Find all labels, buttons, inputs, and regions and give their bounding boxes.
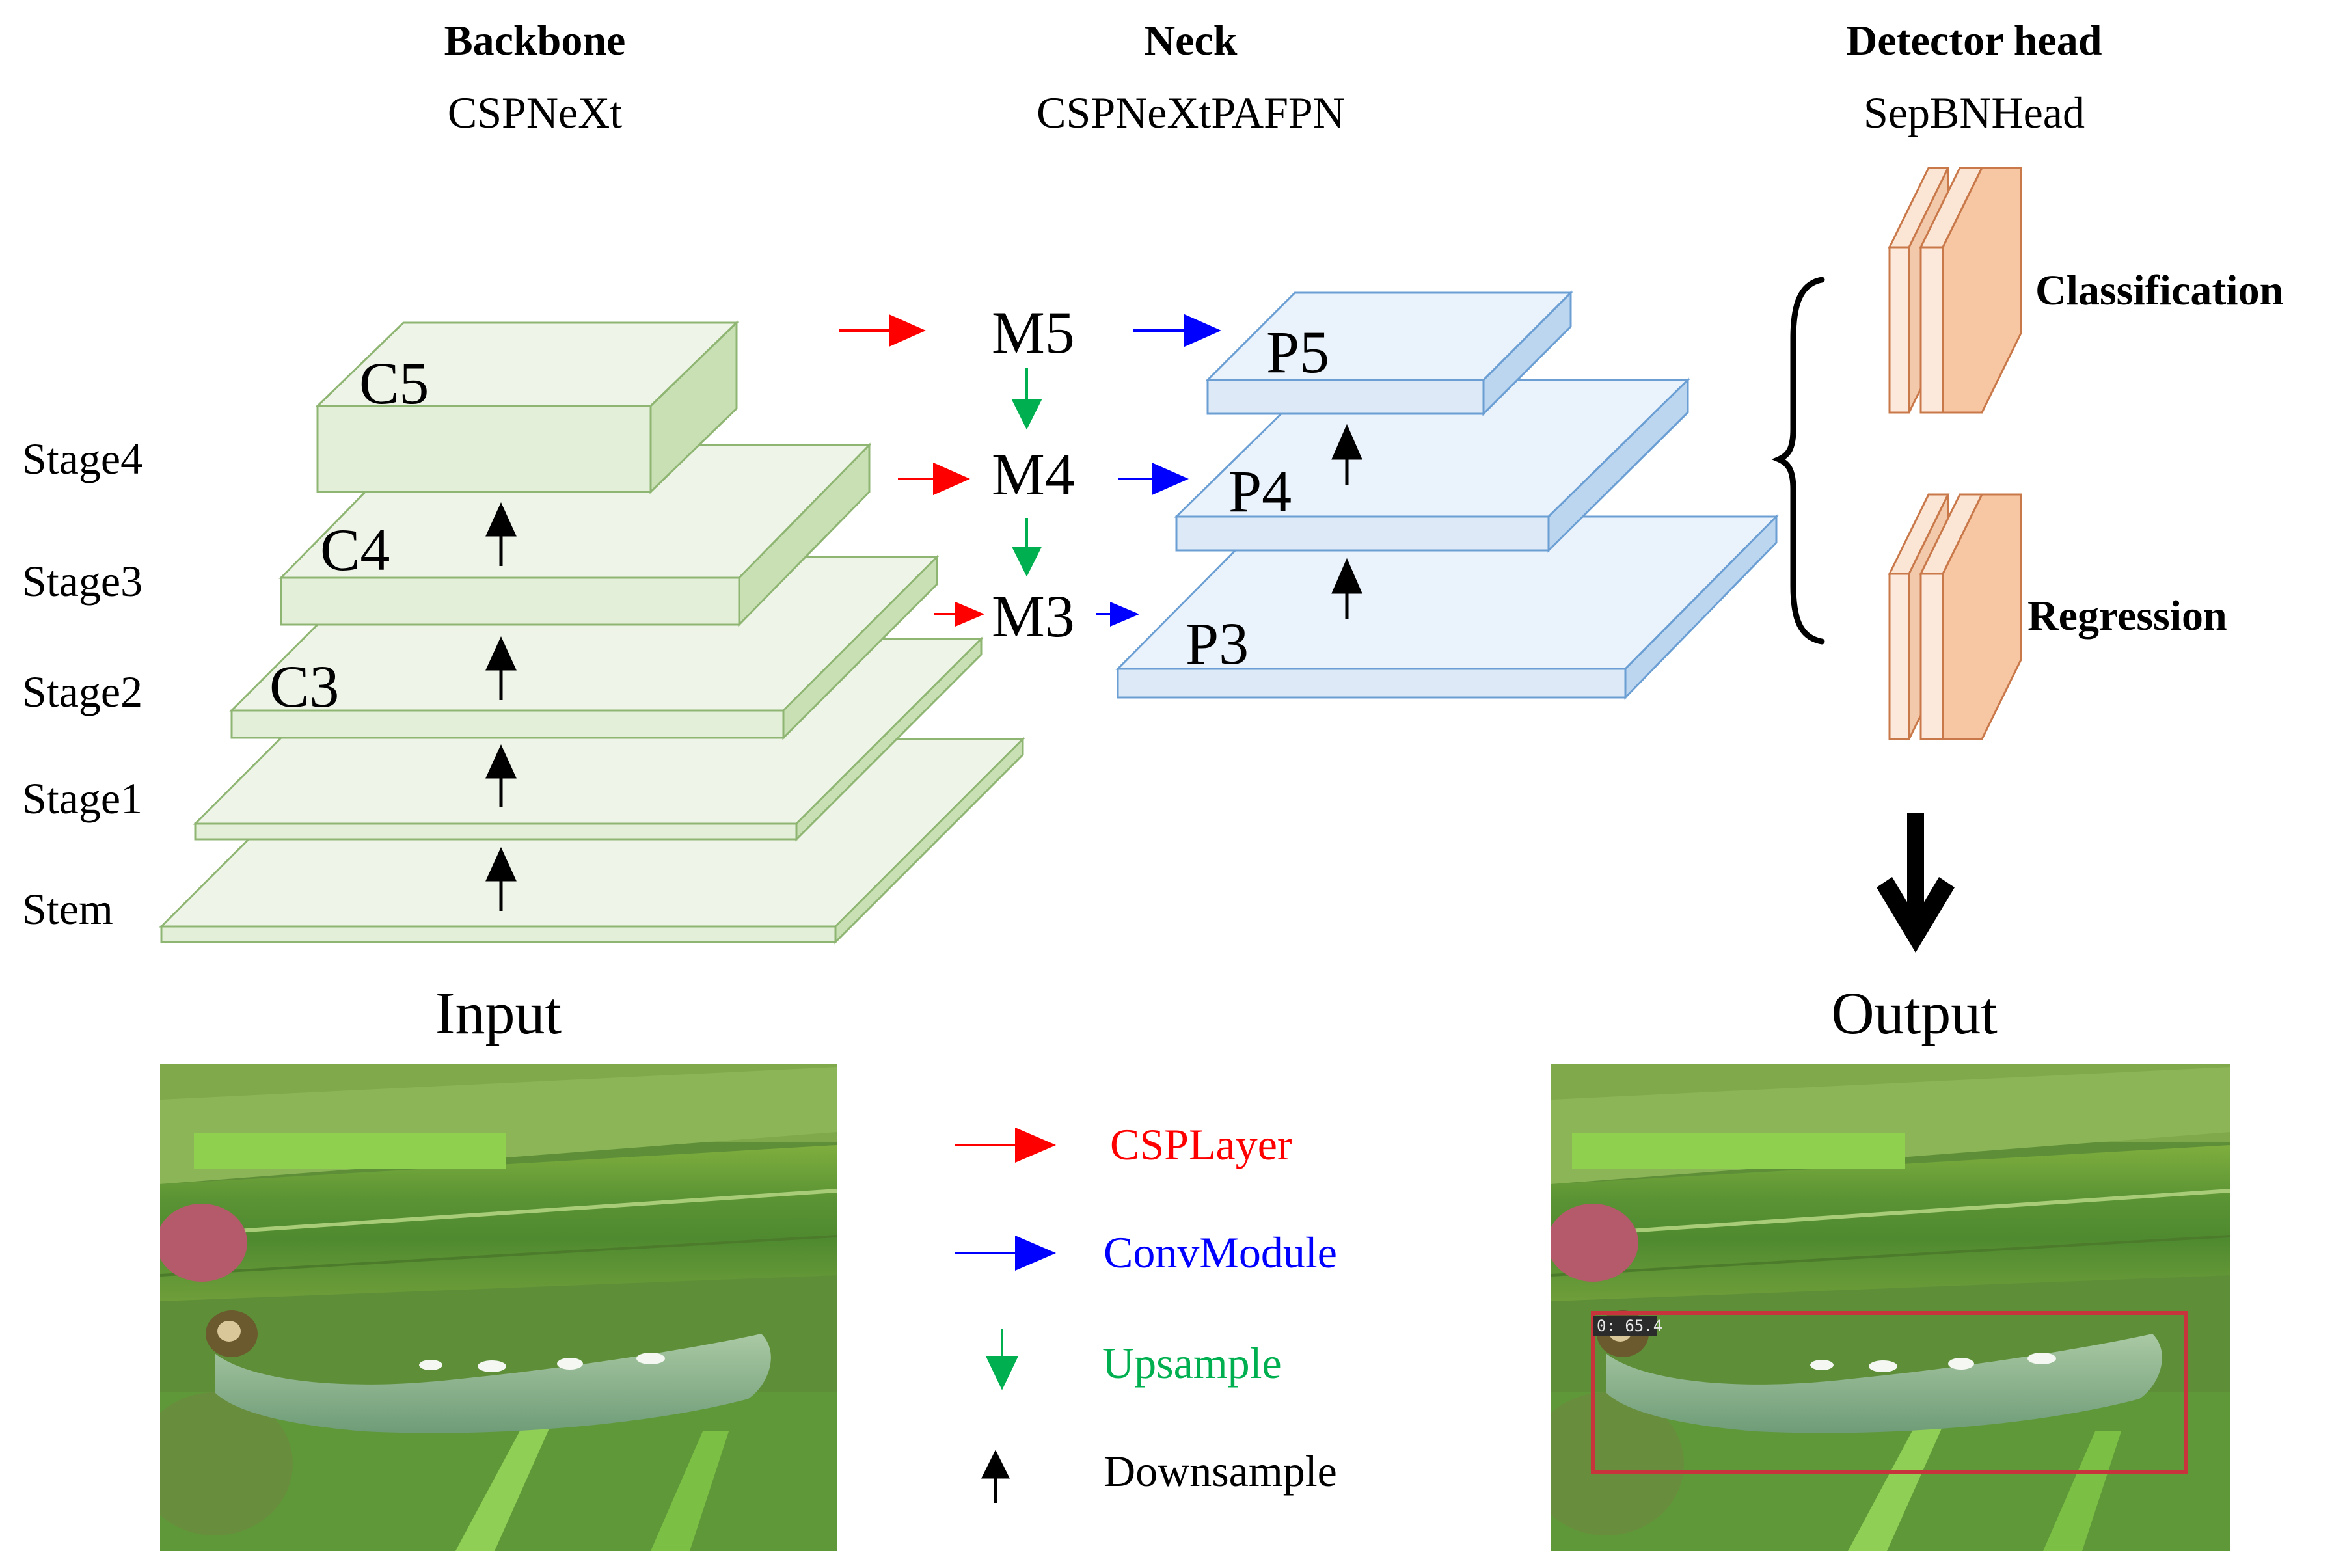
output-label: Output <box>1831 980 1998 1046</box>
downsample-arrow <box>485 502 517 566</box>
convmodule-arrow <box>1096 601 1140 627</box>
legend-item-csplayer: CSPLayer <box>955 1120 1292 1169</box>
stage-label-stem: Stem <box>22 884 113 934</box>
legend-item-convmodule: ConvModule <box>955 1228 1337 1277</box>
downsample-arrow <box>1331 558 1362 619</box>
legend: CSPLayer ConvModule Upsample Downsample <box>955 1120 1337 1503</box>
redaction-bar <box>194 1133 506 1169</box>
head-output-classification: Classification <box>2035 267 2283 314</box>
neck-subtitle: CSPNeXtPAFPN <box>1037 88 1345 137</box>
neck-node-m3: M3 <box>992 583 1075 649</box>
output-arrow <box>1877 813 1955 953</box>
upsample-arrows <box>1011 368 1042 577</box>
convmodule-arrow <box>1133 314 1221 347</box>
backbone-slabs <box>159 320 1025 945</box>
right-arrow-icon <box>955 1127 1057 1163</box>
neck-title: Neck <box>1145 17 1238 64</box>
neck-downsample-arrows <box>1331 424 1362 619</box>
input-image <box>160 1064 837 1551</box>
legend-item-downsample: Downsample <box>981 1446 1337 1503</box>
downsample-arrow <box>485 846 517 911</box>
head-subtitle: SepBNHead <box>1864 88 2085 137</box>
legend-label-csplayer: CSPLayer <box>1110 1120 1292 1169</box>
neck-node-m5: M5 <box>992 299 1075 366</box>
csplayer-arrow <box>898 462 970 496</box>
level-c5: C5 <box>359 350 429 416</box>
legend-label-convmodule: ConvModule <box>1104 1228 1337 1277</box>
downsample-arrow <box>1331 424 1362 485</box>
legend-item-upsample: Upsample <box>985 1329 1282 1390</box>
legend-label-upsample: Upsample <box>1102 1338 1282 1388</box>
neck-output-p4: P4 <box>1228 458 1292 524</box>
stage-label-stage2: Stage2 <box>22 667 142 716</box>
input-label: Input <box>435 980 562 1046</box>
neck-output-p5: P5 <box>1266 319 1329 385</box>
classification-block <box>1888 167 2023 414</box>
csplayer-arrow <box>839 314 926 347</box>
neck-slabs <box>1115 290 1779 700</box>
upsample-arrow <box>1011 368 1042 430</box>
convmodule-arrow <box>1118 462 1189 496</box>
legend-label-downsample: Downsample <box>1104 1446 1337 1496</box>
head-brace <box>1771 277 1825 645</box>
head-output-regression: Regression <box>2027 592 2227 640</box>
down-arrow-icon <box>985 1329 1019 1390</box>
neck-node-m4: M4 <box>992 441 1075 507</box>
upsample-arrow <box>1011 518 1042 577</box>
stage-label-stage4: Stage4 <box>22 434 142 483</box>
head-title: Detector head <box>1847 17 2102 64</box>
convmodule-arrows <box>1096 314 1221 627</box>
slab-p3 <box>1115 514 1779 700</box>
slab-c5 <box>315 320 739 494</box>
backbone-subtitle: CSPNeXt <box>448 88 622 137</box>
downsample-arrow <box>485 744 517 807</box>
csplayer-arrows <box>839 314 985 627</box>
level-c4: C4 <box>320 517 390 583</box>
backbone-title: Backbone <box>444 17 626 64</box>
stage-label-stage3: Stage3 <box>22 556 142 606</box>
neck-output-p3: P3 <box>1186 610 1249 677</box>
csplayer-arrow <box>934 601 985 627</box>
downsample-arrow <box>485 636 517 700</box>
detection-label: 0: 65.4 <box>1597 1317 1662 1335</box>
stage-label-stage1: Stage1 <box>22 774 142 823</box>
output-image: 0: 65.4 <box>1551 1064 2230 1551</box>
level-c3: C3 <box>269 653 339 720</box>
slab-p5 <box>1205 290 1573 416</box>
detection-box <box>1591 1311 2188 1474</box>
right-arrow-icon <box>955 1235 1057 1271</box>
regression-block <box>1888 493 2022 740</box>
backbone-downsample-arrows <box>485 502 517 911</box>
up-arrow-icon <box>981 1450 1010 1503</box>
redaction-bar <box>1572 1133 1905 1169</box>
detection-label-bg <box>1593 1316 1657 1336</box>
